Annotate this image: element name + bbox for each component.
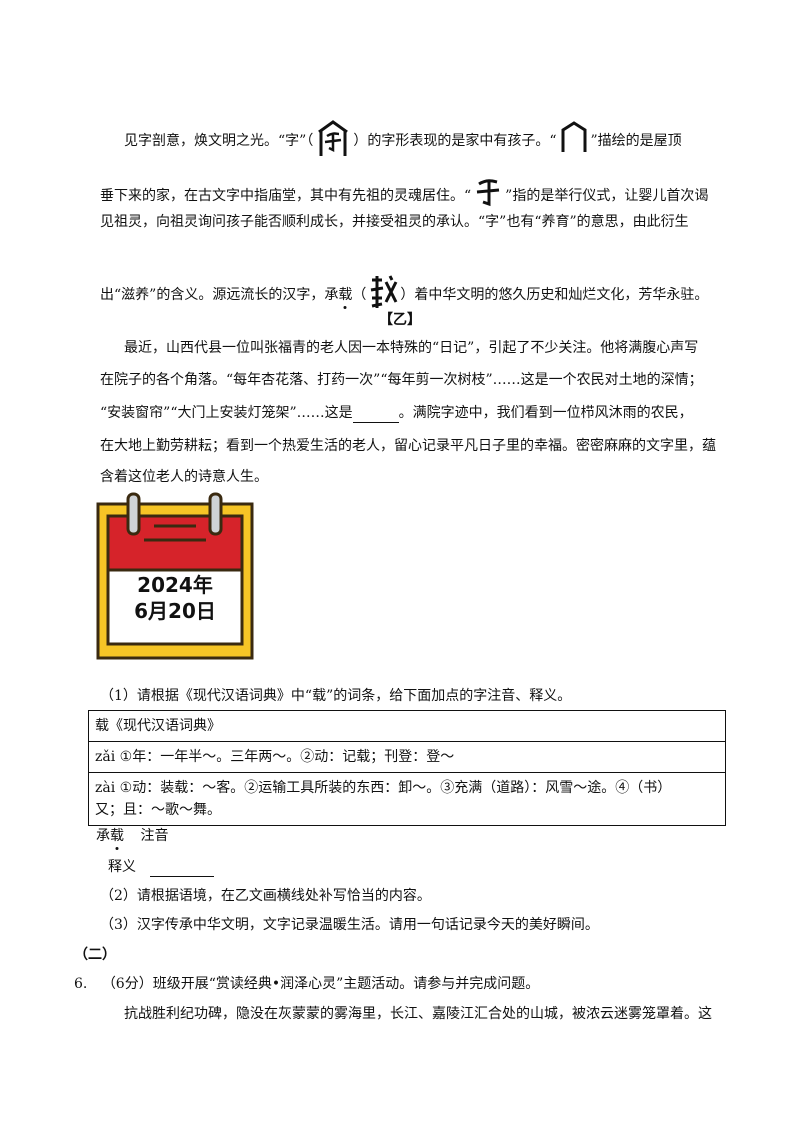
text: “安装窗帘”“大门上安装灯笼架”……这是 [100,405,353,421]
question-2: （2）请根据语境，在乙文画横线处补写恰当的内容。 [100,888,431,904]
para1-line4: 出“滋养”的含义。源远流长的汉字，承载（ ）着中华文明的悠久历史和灿烂文化，芳华… [100,272,708,318]
question-6-text: （6分）班级开展“赏读经典•润泽心灵”主题活动。请参与并完成问题。 [101,976,540,992]
section-yi-heading: 【乙】 [379,312,421,328]
passage-line: 抗战胜利纪功碑，隐没在灰蒙蒙的雾海里，长江、嘉陵江汇合处的山城，被浓云迷雾笼罩着… [124,1006,712,1022]
question-1: （1）请根据《现代汉语词典》中“载”的词条，给下面加点的字注音、释义。 [100,688,572,704]
dict-zai4-cell: zài ①动：装载：～客。②运输工具所装的东西：卸～。③充满（道路）：风雪～途。… [88,772,726,826]
calendar-year: 2024年 [137,573,213,597]
text: 见字剖意，焕文明之光。“字”（ [124,133,314,149]
text: ”描绘的是屋顶 [590,133,682,149]
text: ）的字形表现的是家中有孩子。“ [353,133,557,149]
dotted-char-zai: 载 [110,828,124,844]
text: 垂下来的家，在古文字中指庙堂，其中有先祖的灵魂居住。“ [100,188,472,204]
table-row: zài ①动：装载：～客。②运输工具所装的东西：卸～。③充满（道路）：风雪～途。… [88,772,726,826]
dict-zai4-line1: zài ①动：装载：～客。②运输工具所装的东西：卸～。③充满（道路）：风雪～途。… [95,780,672,796]
zhuyin-label: 注音 [140,828,169,844]
dict-zai4-line2: 又；且：～歌～舞。 [95,802,221,818]
text: ”指的是举行仪式，让婴儿首次谒 [505,188,709,204]
question-6: 6. （6分）班级开展“赏读经典•润泽心灵”主题活动。请参与并完成问题。 [74,974,539,994]
para2-line5: 含着这位老人的诗意人生。 [100,469,268,485]
para2-line3: “安装窗帘”“大门上安装灯笼架”……这是 。满院字迹中，我们看到一位栉风沐雨的农民… [100,403,693,423]
shiyi-blank[interactable] [150,860,215,877]
calendar-day: 6月20日 [134,599,216,623]
text: （ [352,287,367,303]
dict-zai3-cell: zǎi ①年：一年半～。三年两～。②动：记载；刊登：登～ [88,741,726,773]
table-row: 载《现代汉语词典》 [88,710,726,742]
dotted-char-zai: 载 [338,287,353,303]
calendar-illustration: 2024年 6月20日 [96,492,254,660]
ancient-roof-glyph-icon [559,120,589,162]
text: ）着中华文明的悠久历史和灿烂文化，芳华永驻。 [400,287,709,303]
text: 。满院字迹中，我们看到一位栉风沐雨的农民， [398,405,693,421]
calendar-icon [96,492,254,660]
ancient-zi-glyph-icon [315,118,351,164]
para1-line3: 见祖灵，向祖灵询问孩子能否顺利成长，并接受祖灵的承认。“字”也有“养育”的意思，… [100,214,689,230]
para2-line1: 最近，山西代县一位叫张福青的老人因一本特殊的“日记”，引起了不少关注。他将满腹心… [124,340,699,356]
dictionary-entry-table: 载《现代汉语词典》 zǎi ①年：一年半～。三年两～。②动：记载；刊登：登～ z… [88,710,726,826]
para2-line2: 在院子的各个角落。“每年杏花落、打药一次”“每年剪一次树枝”……这是一个农民对土… [100,372,703,388]
para1-line2: 垂下来的家，在古文字中指庙堂，其中有先祖的灵魂居住。“ ”指的是举行仪式，让婴儿… [100,176,708,216]
para1-line1: 见字剖意，焕文明之光。“字”（ ）的字形表现的是家中有孩子。“ ”描绘的是屋顶 [124,118,682,164]
question-number: 6. [74,976,88,992]
fill-blank-line [352,406,399,423]
part-2-heading: （二） [74,947,116,963]
para2-line4: 在大地上勤劳耕耘；看到一个热爱生活的老人，留心记录平凡日子里的幸福。密密麻麻的文… [100,438,716,454]
text: 出“滋养”的含义。源远流长的汉字，承 [100,287,339,303]
ancient-zai-glyph-icon [368,272,398,318]
answer-zhuyin-row: 承载 注音 [96,826,168,846]
table-row: zǎi ①年：一年半～。三年两～。②动：记载；刊登：登～ [88,741,726,773]
question-3: （3）汉字传承中华文明，文字记录温暖生活。请用一句话记录今天的美好瞬间。 [100,917,599,933]
calendar-date-text: 2024年 6月20日 [108,572,242,624]
dict-header-cell: 载《现代汉语词典》 [88,710,726,742]
ancient-child-glyph-icon [473,176,503,216]
shiyi-label: 释义 [108,859,136,875]
answer-shiyi-row: 释义 [108,857,215,877]
text: 承 [96,828,110,844]
